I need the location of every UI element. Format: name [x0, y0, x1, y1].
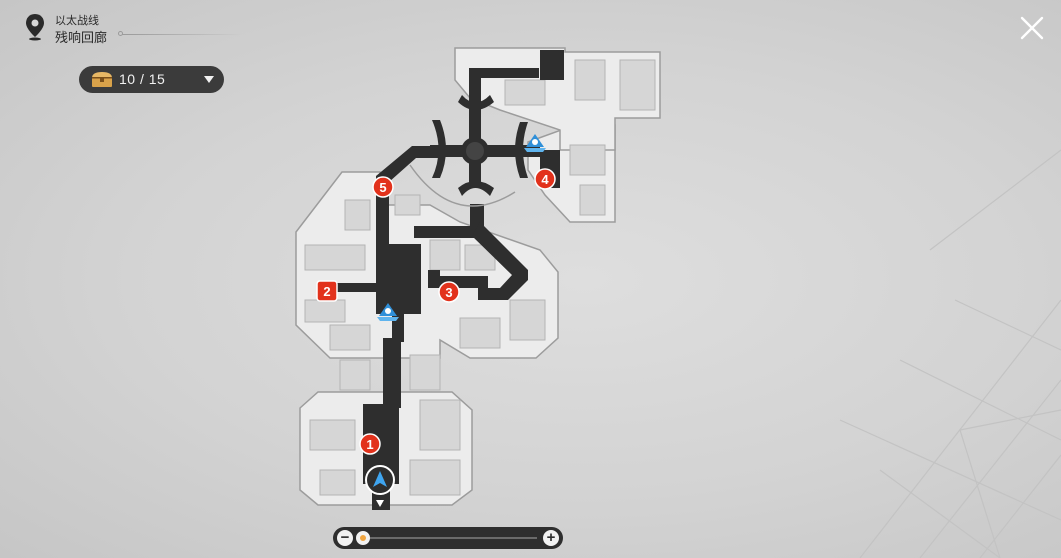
treasure-chest-icon — [92, 72, 112, 87]
treasure-counter-dropdown[interactable]: 10 / 15 — [79, 66, 224, 93]
zoom-out-button[interactable]: − — [337, 530, 353, 546]
marker-label: 4 — [541, 172, 549, 187]
space-anchor-icon[interactable] — [524, 134, 546, 152]
zoom-slider-thumb[interactable] — [356, 531, 370, 545]
chevron-down-icon — [204, 76, 214, 83]
zoom-in-button[interactable]: + — [543, 530, 559, 546]
marker-4[interactable]: 4 — [534, 168, 556, 190]
location-pin-icon — [26, 14, 44, 41]
marker-3[interactable]: 3 — [438, 281, 460, 303]
map-corridors — [318, 50, 564, 510]
zoom-control: − + — [333, 527, 563, 549]
marker-2[interactable]: 2 — [316, 280, 338, 302]
treasure-count: 10 / 15 — [119, 71, 166, 87]
zoom-slider-track[interactable] — [361, 537, 537, 539]
marker-label: 1 — [366, 437, 373, 452]
divider-dot — [118, 31, 123, 36]
marker-label: 2 — [323, 284, 330, 299]
marker-1[interactable]: 1 — [359, 433, 381, 455]
marker-label: 3 — [445, 285, 452, 300]
location-header: 以太战线 残响回廊 — [24, 10, 254, 46]
area-name: 残响回廊 — [55, 30, 108, 45]
marker-5[interactable]: 5 — [372, 176, 394, 198]
player-arrow-icon — [365, 465, 395, 507]
central-hub — [409, 95, 528, 207]
region-name: 以太战线 — [55, 15, 99, 27]
marker-label: 5 — [379, 180, 386, 195]
map-buildings — [295, 47, 661, 506]
close-icon[interactable] — [1018, 14, 1046, 42]
divider-line — [122, 34, 242, 35]
space-anchor-icon[interactable] — [377, 303, 399, 321]
